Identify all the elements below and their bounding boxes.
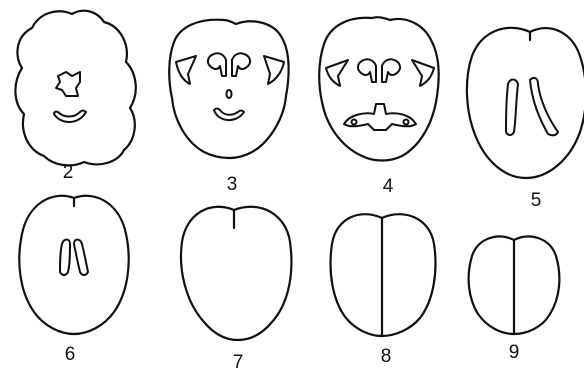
section-4-right-cistern-dot (404, 120, 409, 125)
section-3: 3 (169, 20, 288, 195)
section-3-fourth-ventricle (214, 109, 244, 121)
section-4-label: 4 (383, 176, 394, 197)
section-4-right-temporal-horn (412, 60, 434, 86)
section-2-label: 2 (63, 162, 74, 183)
section-3-right-temporal-horn (264, 56, 284, 84)
section-2-third-ventricle (56, 72, 80, 96)
section-3-outline (169, 20, 288, 158)
section-7: 7 (181, 207, 291, 373)
section-4-right-frontal-horn (382, 59, 400, 82)
section-5-right-lateral-ventricle (530, 78, 558, 135)
section-9-label: 9 (509, 342, 520, 363)
section-2: 2 (15, 11, 135, 183)
section-6-right-lateral-ventricle (74, 240, 88, 276)
section-5: 5 (467, 28, 584, 211)
section-4-basal-cisterns (344, 104, 416, 130)
section-5-outline (467, 28, 584, 178)
section-2-aqueduct (54, 111, 86, 123)
section-3-right-frontal-horn (232, 53, 250, 76)
section-7-label: 7 (233, 352, 244, 373)
section-6-left-lateral-ventricle (60, 240, 70, 276)
section-8: 8 (331, 214, 436, 367)
section-6: 6 (19, 196, 128, 365)
section-5-left-lateral-ventricle (506, 80, 518, 136)
section-3-left-temporal-horn (176, 56, 196, 84)
section-6-outline (19, 196, 128, 334)
section-4-outline (319, 17, 438, 160)
section-7-outline (181, 207, 291, 340)
section-3-label: 3 (227, 174, 238, 195)
section-6-label: 6 (65, 344, 76, 365)
section-4: 4 (319, 17, 438, 197)
section-4-left-temporal-horn (326, 60, 348, 86)
section-9: 9 (469, 237, 560, 363)
section-5-label: 5 (531, 190, 542, 211)
section-4-left-cistern-dot (352, 120, 357, 125)
section-3-third-ventricle (227, 90, 232, 98)
section-8-label: 8 (381, 346, 392, 367)
section-3-left-frontal-horn (208, 53, 226, 76)
section-4-left-frontal-horn (358, 59, 376, 82)
